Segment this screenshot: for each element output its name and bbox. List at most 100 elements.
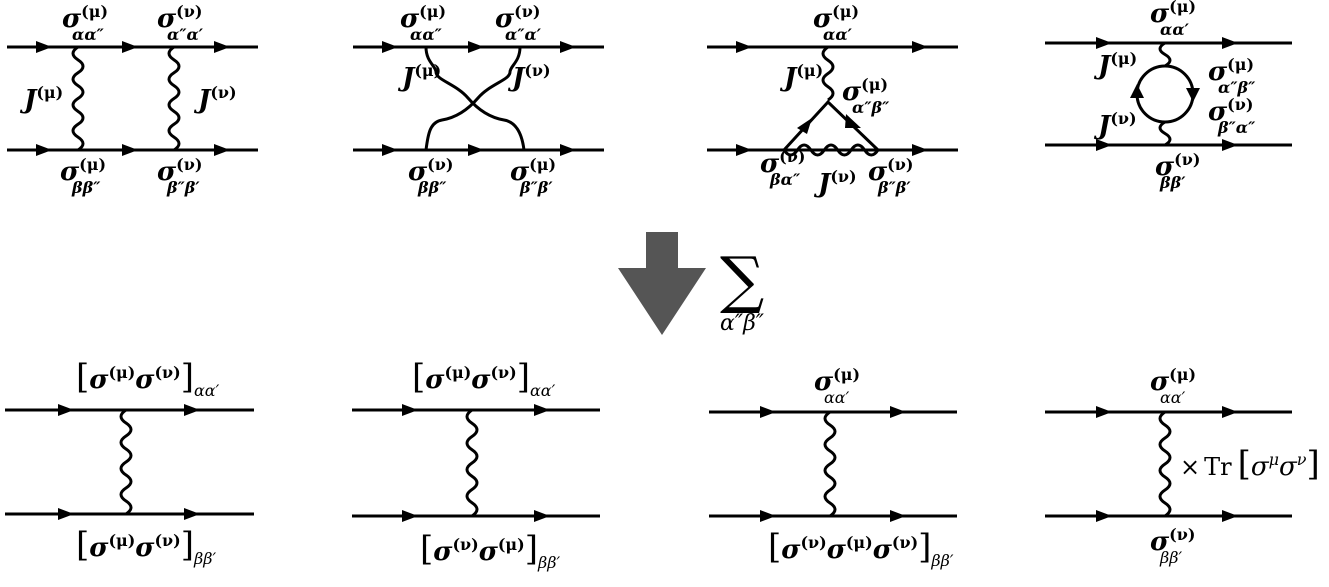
fermion-arrow xyxy=(760,510,776,522)
fermion-arrow xyxy=(58,404,74,416)
fermion-arrow xyxy=(534,404,550,416)
photon-wavy-line xyxy=(782,143,880,157)
fermion-arrow xyxy=(736,41,752,53)
photon-wavy-line xyxy=(71,45,85,152)
label-sigma: σ(μ) β″β′ xyxy=(510,155,561,197)
fermion-arrow xyxy=(912,41,928,53)
label-j: J(μ) xyxy=(779,61,823,93)
fermion-arrow xyxy=(122,41,138,53)
fermion-arrow xyxy=(912,144,928,156)
fermion-arrow xyxy=(36,41,52,53)
label-j: J(ν) xyxy=(193,83,237,115)
bracket-label-top: [σ(μ)σ(ν)]αα′ xyxy=(76,357,220,400)
label-sigma: σ(ν) ββ′ xyxy=(1150,525,1201,567)
photon-wavy-line xyxy=(465,408,479,518)
fermion-arrow xyxy=(122,144,138,156)
fermion-arrow xyxy=(534,510,550,522)
fermion-arrow xyxy=(214,144,230,156)
label-sigma: σ(μ) αα′ xyxy=(1150,0,1201,39)
photon-crossed-line xyxy=(424,46,526,151)
bottom-diagram-4: σ(μ) αα′ ×Tr[σμσν] σ(ν) ββ′ xyxy=(1045,365,1320,567)
fermion-arrow xyxy=(58,508,74,520)
photon-crossed-line xyxy=(424,46,522,151)
label-sigma: σ(μ) αα′ xyxy=(814,365,865,407)
top-diagram-1: σ(μ) αα″ σ(ν) α″α′ J(μ) J(ν) σ(μ) ββ″ σ(… xyxy=(7,2,258,197)
fermion-arrow xyxy=(184,404,200,416)
fermion-arrow xyxy=(1222,37,1238,49)
fermion-arrow xyxy=(1096,37,1112,49)
fermion-arrow xyxy=(382,41,398,53)
fermion-arrow xyxy=(890,406,906,418)
label-sigma: σ(ν) ββ″ xyxy=(408,155,459,197)
label-sigma: σ(ν) β″β′ xyxy=(157,155,208,197)
fermion-arrow xyxy=(36,144,52,156)
bottom-diagram-2: [σ(μ)σ(ν)]αα′ [σ(ν)σ(μ)]ββ′ xyxy=(352,357,600,572)
label-sigma: σ(μ) α″β″ xyxy=(842,75,893,117)
fermion-arrow xyxy=(468,41,484,53)
label-sigma: σ(ν) β″β′ xyxy=(868,155,919,197)
label-sigma: σ(μ) α″β″ xyxy=(1208,55,1259,97)
fermion-arrow xyxy=(468,144,484,156)
label-j: J(ν) xyxy=(507,61,551,93)
fermion-arrow xyxy=(845,114,861,128)
label-j: J(μ) xyxy=(397,61,441,93)
fermion-arrow xyxy=(760,406,776,418)
label-sigma: σ(μ) αα″ xyxy=(400,2,451,44)
photon-wavy-line xyxy=(119,408,133,516)
top-diagram-2: σ(μ) αα″ σ(ν) α″α′ J(μ) J(ν) σ(ν) ββ″ σ(… xyxy=(353,2,604,197)
bracket-label-bottom: [σ(ν)σ(μ)σ(ν)]ββ′ xyxy=(768,527,954,570)
fermion-arrow xyxy=(1130,84,1144,98)
top-diagram-4: σ(μ) αα′ J(μ) σ(μ) α″β″ σ(ν) β″α″ J(ν) σ… xyxy=(1045,0,1292,192)
fermion-arrow xyxy=(1222,510,1238,522)
label-sigma: σ(μ) αα′ xyxy=(813,2,864,44)
label-sigma: σ(ν) α″α′ xyxy=(157,2,208,44)
fermion-arrow xyxy=(184,508,200,520)
summation-arrow: ∑ α″β″ xyxy=(618,232,765,336)
photon-wavy-line xyxy=(1158,120,1172,147)
fermion-arrow xyxy=(1186,88,1200,102)
label-j: J(ν) xyxy=(813,167,857,199)
sum-index: α″β″ xyxy=(720,311,765,336)
fermion-arrow xyxy=(1222,406,1238,418)
label-sigma: σ(μ) ββ″ xyxy=(60,155,111,197)
trace-factor: ×Tr[σμσν] xyxy=(1180,444,1320,484)
sum-symbol: ∑ xyxy=(720,243,764,316)
fermion-arrow xyxy=(1096,510,1112,522)
fermion-arrow xyxy=(1222,139,1238,151)
top-diagram-3: σ(μ) αα′ J(μ) σ(μ) α″β″ σ(ν) βα″ J(ν) σ(… xyxy=(707,2,958,199)
label-j: J(ν) xyxy=(1093,109,1137,141)
fermion-arrow xyxy=(402,404,418,416)
label-sigma: σ(μ) αα′ xyxy=(1150,365,1201,407)
bracket-label-bottom: [σ(ν)σ(μ)]ββ′ xyxy=(420,529,560,572)
label-j: J(μ) xyxy=(1093,49,1137,81)
fermion-arrow xyxy=(797,118,812,134)
photon-wavy-line xyxy=(1158,410,1172,518)
fermion-arrow xyxy=(1096,139,1112,151)
fermion-loop xyxy=(1135,64,1195,124)
label-sigma: σ(ν) ββ′ xyxy=(1155,150,1206,192)
label-sigma: σ(μ) αα″ xyxy=(62,2,113,44)
bracket-label-bottom: [σ(μ)σ(ν)]ββ′ xyxy=(76,525,216,568)
fermion-arrow xyxy=(736,144,752,156)
fermion-arrow xyxy=(382,144,398,156)
label-sigma: σ(ν) β″α″ xyxy=(1208,95,1259,137)
fermion-arrow xyxy=(560,144,576,156)
label-j: J(μ) xyxy=(19,83,63,115)
bottom-diagram-1: [σ(μ)σ(ν)]αα′ [σ(μ)σ(ν)]ββ′ xyxy=(5,357,254,568)
label-sigma: σ(ν) βα″ xyxy=(760,147,811,189)
bracket-label-top: [σ(μ)σ(ν)]αα′ xyxy=(412,357,556,400)
fermion-arrow xyxy=(402,510,418,522)
photon-wavy-line xyxy=(821,45,835,102)
label-sigma: σ(ν) α″α′ xyxy=(495,2,546,44)
fermion-arrow xyxy=(1096,406,1112,418)
fermion-arrow xyxy=(890,510,906,522)
vertex-triangle xyxy=(782,99,880,152)
photon-wavy-line xyxy=(823,410,837,518)
down-arrow-icon xyxy=(618,232,706,335)
photon-wavy-line xyxy=(1158,41,1172,68)
fermion-arrow xyxy=(214,41,230,53)
bottom-diagram-3: σ(μ) αα′ [σ(ν)σ(μ)σ(ν)]ββ′ xyxy=(709,365,957,570)
photon-wavy-line xyxy=(167,45,181,152)
fermion-arrow xyxy=(560,41,576,53)
